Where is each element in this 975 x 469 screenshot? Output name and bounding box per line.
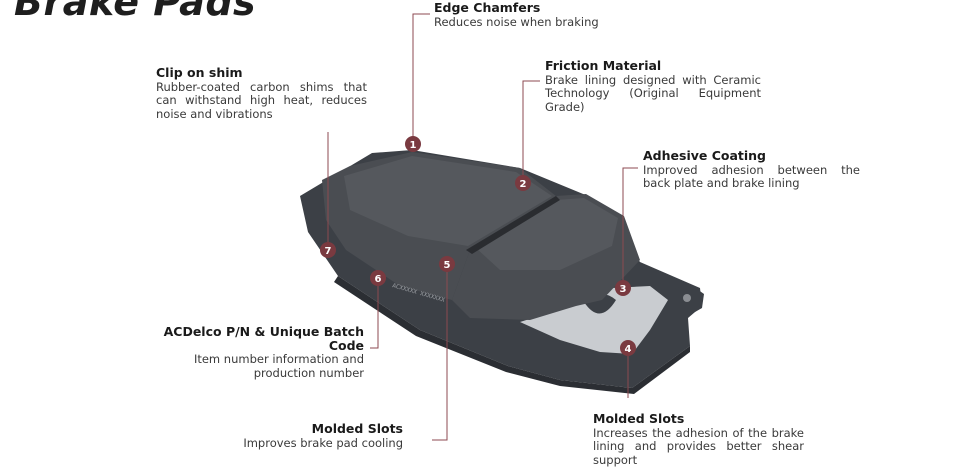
badge-6: 6 (370, 270, 386, 286)
callout-description: Brake lining designed with Ceramic Techn… (545, 72, 761, 114)
callout-molded-slots-shear: Molded Slots Increases the adhesion of t… (593, 412, 804, 467)
badge-4: 4 (620, 340, 636, 356)
badge-1: 1 (405, 136, 421, 152)
friction-block-right-top (476, 198, 618, 270)
badge-7: 7 (320, 242, 336, 258)
callout-heading: Molded Slots (593, 411, 685, 426)
callout-heading: Adhesive Coating (643, 148, 767, 163)
friction-block-left-top (344, 156, 552, 246)
adhesive-shim (520, 286, 668, 354)
svg-text:5: 5 (444, 260, 451, 271)
svg-text:1: 1 (410, 140, 417, 151)
callout-description: Improved adhesion between the back plate… (643, 162, 860, 190)
callout-heading: Clip on shim (156, 65, 243, 80)
svg-text:6: 6 (375, 274, 382, 285)
badge-5: 5 (439, 256, 455, 272)
leader-6 (370, 278, 379, 349)
svg-text:3: 3 (620, 284, 627, 295)
callout-description: Reduces noise when braking (434, 14, 599, 29)
leader-2 (522, 80, 540, 183)
callout-clip-on-shim: Clip on shim Rubber-coated carbon shims … (156, 66, 367, 121)
molded-slot-gap (466, 196, 560, 254)
callout-molded-slots-cooling: Molded Slots Improves brake pad cooling (223, 422, 403, 450)
callout-heading: Edge Chamfers (434, 0, 541, 15)
callout-description: Improves brake pad cooling (243, 435, 403, 450)
callout-heading: Molded Slots (311, 421, 403, 436)
svg-text:4: 4 (625, 344, 632, 355)
badge-2: 2 (515, 175, 531, 191)
callout-part-number: ACDelco P/N & Unique Batch Code Item num… (140, 325, 364, 380)
back-plate-edge (334, 276, 690, 394)
callout-adhesive-coating: Adhesive Coating Improved adhesion betwe… (643, 149, 860, 191)
callout-description: Item number information and production n… (193, 352, 364, 380)
callout-description: Rubber-coated carbon shims that can with… (156, 79, 367, 121)
svg-text:7: 7 (325, 246, 332, 257)
badge-3: 3 (615, 280, 631, 296)
leader-lines (327, 13, 638, 441)
leader-5 (432, 264, 448, 441)
leader-3 (622, 167, 638, 288)
page-title: Brake Pads (14, 0, 257, 24)
callout-friction-material: Friction Material Brake lining designed … (545, 59, 761, 114)
svg-text:2: 2 (520, 179, 527, 190)
callout-description: Increases the adhesion of the brake lini… (593, 425, 804, 467)
leader-1 (412, 13, 430, 144)
plate-ear-hole (683, 294, 691, 302)
callout-heading: Friction Material (545, 58, 662, 73)
callout-edge-chamfers: Edge Chamfers Reduces noise when braking (434, 1, 634, 29)
callout-heading: ACDelco P/N & Unique Batch Code (163, 324, 364, 353)
